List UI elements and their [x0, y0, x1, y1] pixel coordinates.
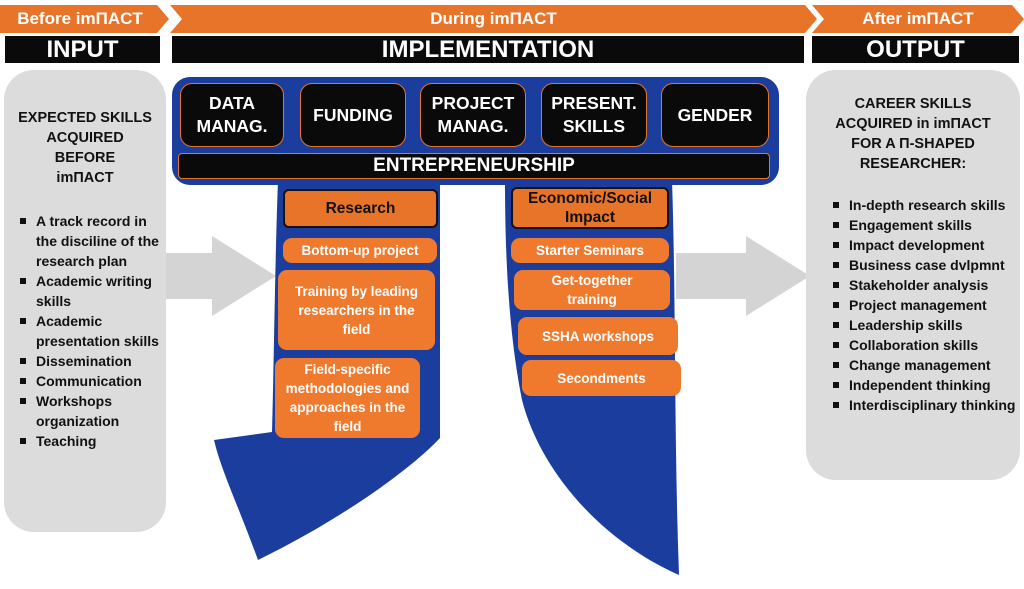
list-item: Interdisciplinary thinking [833, 397, 1016, 413]
output-panel: CAREER SKILLS ACQUIRED in imПACT FOR A П… [806, 70, 1020, 480]
input-title-line: BEFORE [54, 150, 116, 166]
output-skills-list: In-depth research skills Engagement skil… [833, 195, 1017, 415]
during-chevron [170, 5, 817, 33]
right-leg-item: Secondments [522, 360, 681, 396]
list-item: Change management [833, 355, 1017, 375]
implementation-bar: IMPLEMENTATION [172, 36, 804, 63]
entrepreneurship-bar: ENTREPRENEURSHIP [178, 153, 770, 179]
list-item: Workshops organization [20, 391, 162, 431]
input-title-line: imПACT [56, 170, 114, 186]
list-item: Collaboration skills [833, 335, 1017, 355]
category-label: PROJECT [431, 93, 515, 113]
category-label: SKILLS [562, 116, 626, 136]
list-item: Teaching [20, 431, 162, 451]
list-item: Communication [20, 371, 162, 391]
input-flow-arrow [160, 236, 276, 316]
left-leg-item: Training by leading researchers in the f… [278, 270, 435, 350]
list-item: Academic presentation skills [20, 311, 162, 351]
before-chevron [0, 5, 169, 33]
output-bar: OUTPUT [812, 36, 1019, 63]
input-panel: EXPECTED SKILLS ACQUIRED BEFORE imПACT A… [4, 70, 166, 532]
before-label: Before imПACT [17, 9, 143, 28]
left-leg-item: Field-specific methodologies and approac… [275, 358, 420, 438]
right-leg-item: SSHA workshops [518, 317, 678, 355]
category-data-management: DATA MANAG. [180, 83, 284, 147]
category-label: FUNDING [313, 104, 393, 125]
input-skills-list: A track record in the disciline of the r… [20, 211, 162, 451]
list-item: Business case dvlpmnt [833, 255, 1017, 275]
category-label: MANAG. [437, 116, 509, 136]
impact-heading: Economic/Social Impact [511, 187, 669, 229]
category-project-management: PROJECT MANAG. [420, 83, 526, 147]
during-label: During imПACT [430, 9, 557, 28]
output-title-line: ACQUIRED in imПACT [835, 116, 991, 132]
category-gender: GENDER [661, 83, 769, 147]
list-item: In-depth research skills [833, 195, 1017, 215]
list-item: Academic writing skills [20, 271, 162, 311]
right-leg-item: Get-together training [514, 270, 670, 310]
input-title-line: EXPECTED SKILLS [18, 110, 152, 126]
list-item: Dissemination [20, 351, 162, 371]
input-panel-title: EXPECTED SKILLS ACQUIRED BEFORE imПACT [4, 108, 166, 188]
after-label: After imПACT [862, 9, 974, 28]
output-title-line: CAREER SKILLS [854, 96, 972, 112]
category-presentation-skills: PRESENT. SKILLS [541, 83, 647, 147]
list-item: A track record in the disciline of the r… [20, 211, 162, 271]
list-item: Engagement skills [833, 215, 1017, 235]
input-bar: INPUT [5, 36, 160, 63]
list-item: Independent thinking [833, 375, 1017, 395]
after-chevron [812, 5, 1024, 33]
input-title-line: ACQUIRED [46, 130, 124, 146]
output-title-line: FOR A П-SHAPED [851, 136, 975, 152]
category-label: DATA [208, 93, 255, 113]
output-title-line: RESEARCHER: [859, 156, 967, 172]
left-leg-item: Bottom-up project [283, 238, 437, 263]
research-heading: Research [283, 189, 438, 228]
list-item: Project management [833, 295, 1017, 315]
list-item: Stakeholder analysis [833, 275, 1017, 295]
right-leg-item: Starter Seminars [511, 238, 669, 263]
category-funding: FUNDING [300, 83, 406, 147]
category-label: GENDER [677, 104, 753, 125]
list-item: Leadership skills [833, 315, 1017, 335]
output-panel-title: CAREER SKILLS ACQUIRED in imПACT FOR A П… [806, 94, 1020, 174]
category-label: PRESENT. [551, 93, 637, 113]
list-item: Impact development [833, 235, 1017, 255]
output-flow-arrow [676, 236, 810, 316]
category-label: MANAG. [196, 116, 268, 136]
